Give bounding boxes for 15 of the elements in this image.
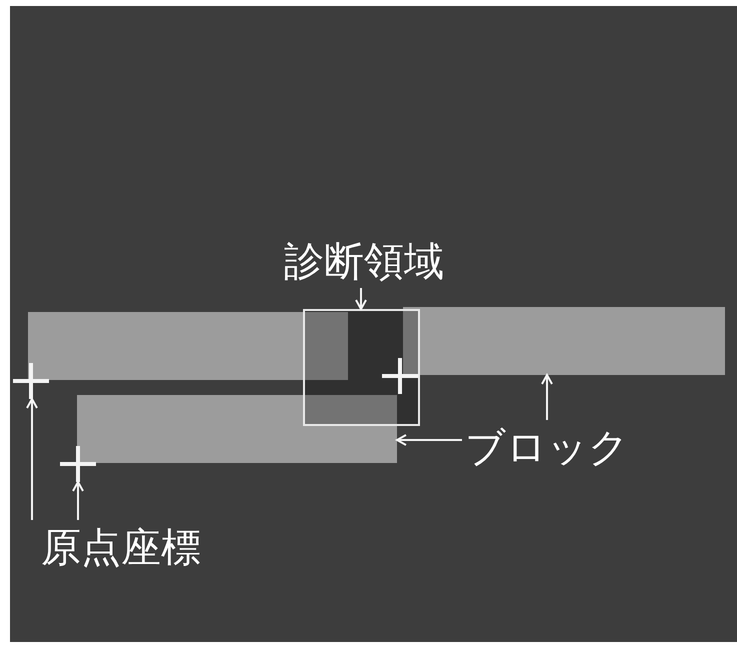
block-bar (77, 395, 397, 463)
region-frame (303, 309, 420, 426)
arrow (72, 481, 84, 520)
arrow (26, 398, 38, 520)
cross-mark (60, 446, 96, 482)
callout-label: ブロック (465, 428, 629, 468)
callout-label: 診断領域 (284, 242, 444, 282)
arrow (396, 434, 462, 446)
callout-label: 原点座標 (41, 528, 201, 568)
block-bar (403, 307, 725, 375)
arrow (541, 374, 553, 420)
arrow (355, 288, 367, 310)
block-bar (28, 312, 348, 380)
cross-mark (382, 358, 418, 394)
cross-mark (13, 363, 49, 399)
